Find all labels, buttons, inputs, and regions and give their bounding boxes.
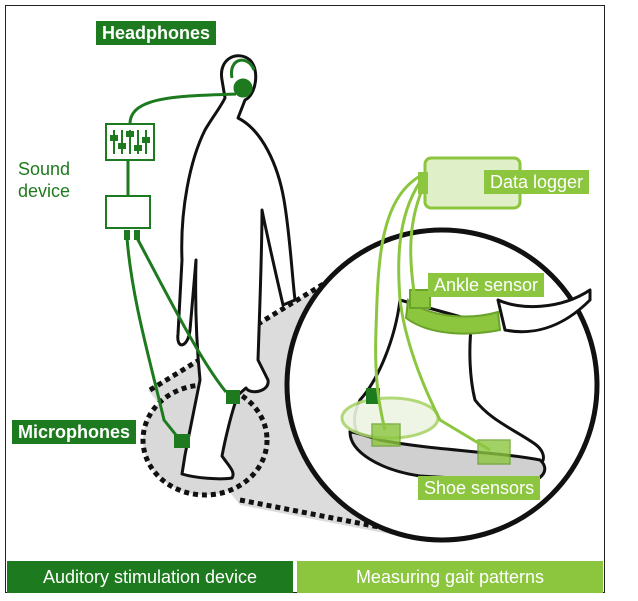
ankle-sensor-icon — [409, 289, 431, 309]
shoe-sensor-icon — [477, 439, 511, 465]
shoe-sensors-label: Shoe sensors — [418, 476, 541, 500]
microphone-icon — [226, 390, 240, 404]
connector-icon — [134, 230, 140, 240]
sound-box-icon — [105, 195, 151, 229]
footer-auditory: Auditory stimulation device — [7, 561, 293, 593]
zoom-line-bottom — [239, 497, 421, 538]
footer-gait: Measuring gait patterns — [297, 561, 603, 593]
headphones-icon — [230, 58, 256, 98]
footer-auditory-label: Auditory stimulation device — [42, 566, 258, 587]
sound-device-label: Sound device — [14, 157, 75, 205]
ankle-strap — [404, 298, 502, 335]
mixer-icon — [105, 123, 155, 161]
footer-gait-label: Measuring gait patterns — [355, 566, 545, 587]
shoe-sensor-icon — [371, 423, 401, 447]
ankle-sensor-label: Ankle sensor — [428, 273, 545, 297]
walking-person — [176, 54, 297, 481]
connector-icon — [124, 230, 130, 240]
headphones-label: Headphones — [96, 21, 217, 45]
data-logger-label: Data logger — [484, 170, 590, 194]
logger-port-icon — [418, 172, 428, 194]
microphones-label: Microphones — [12, 420, 137, 444]
microphone-icon — [174, 434, 190, 448]
gait-cables — [374, 174, 491, 452]
zoom-line-top — [148, 277, 332, 393]
microphone-icon — [366, 388, 380, 404]
